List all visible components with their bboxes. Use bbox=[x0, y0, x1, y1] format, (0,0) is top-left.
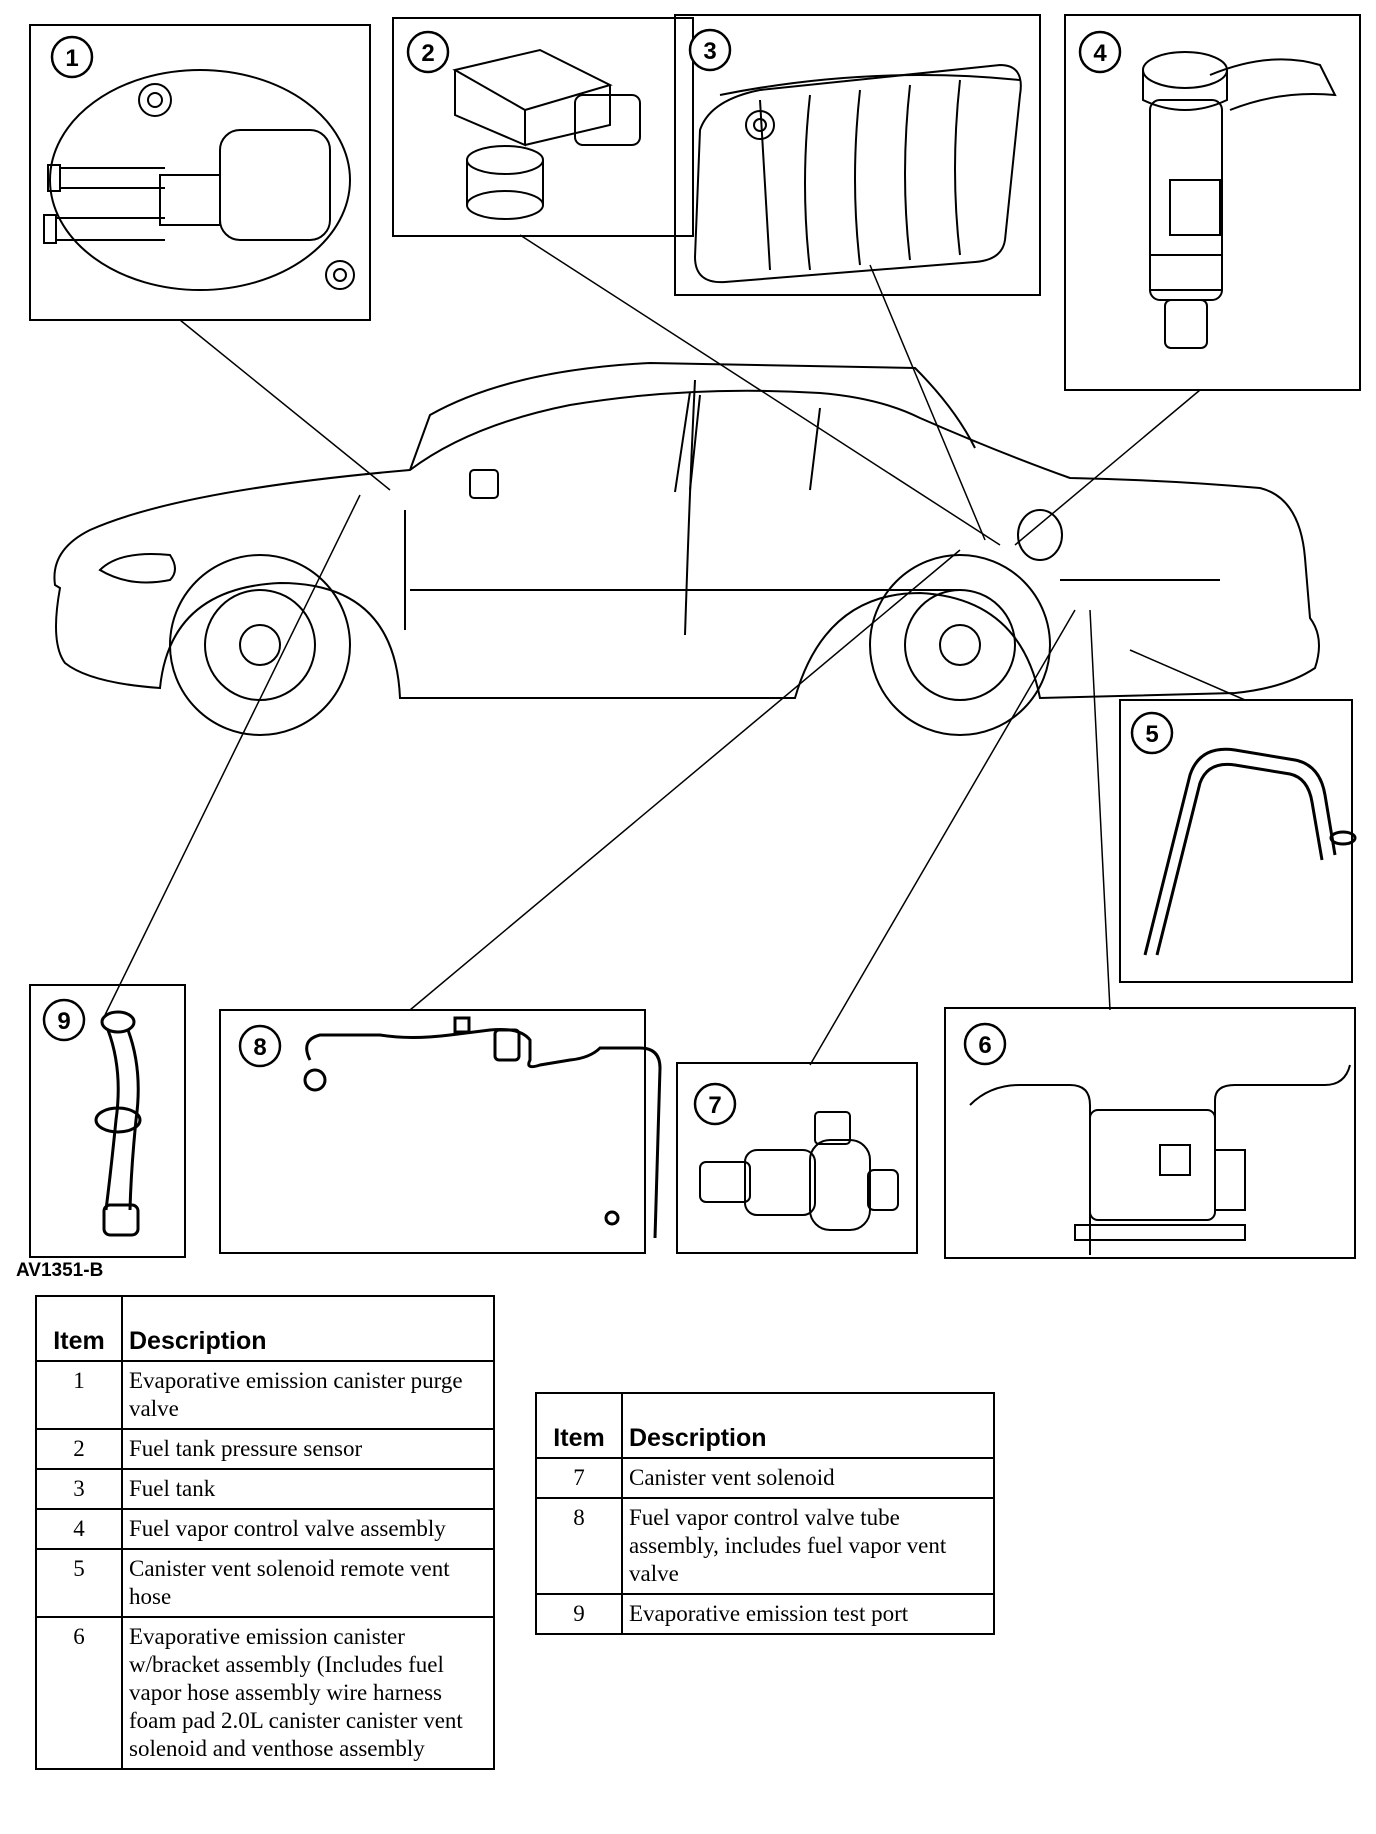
description-column-header: Description bbox=[121, 1295, 495, 1362]
callout-marker-9: 9 bbox=[42, 998, 86, 1042]
item-description: Evaporative emission canister purge valv… bbox=[121, 1360, 495, 1430]
svg-text:8: 8 bbox=[253, 1034, 266, 1061]
callout-box-6 bbox=[944, 1007, 1356, 1259]
table-row: 1 Evaporative emission canister purge va… bbox=[35, 1360, 495, 1430]
callout-box-4 bbox=[1064, 14, 1361, 391]
callout-box-8 bbox=[219, 1009, 646, 1254]
tube-assembly-illustration bbox=[303, 1016, 662, 1239]
legend-table-left: Item Description 1 Evaporative emission … bbox=[35, 1295, 495, 1770]
svg-text:1: 1 bbox=[65, 45, 78, 72]
leader-lines bbox=[104, 234, 1246, 1066]
legend-header-row: Item Description bbox=[535, 1392, 995, 1459]
fuel-tank-illustration bbox=[693, 63, 1022, 284]
callout-markers: 1 2 3 4 5 6 7 8 bbox=[42, 28, 1174, 1126]
table-row: 4 Fuel vapor control valve assembly bbox=[35, 1508, 495, 1550]
callout-marker-3: 3 bbox=[688, 28, 732, 72]
table-row: 3 Fuel tank bbox=[35, 1468, 495, 1510]
item-description: Fuel vapor control valve assembly bbox=[121, 1508, 495, 1550]
callout-marker-2: 2 bbox=[406, 30, 450, 74]
svg-text:5: 5 bbox=[1145, 721, 1158, 748]
description-column-header: Description bbox=[621, 1392, 995, 1459]
item-description: Fuel tank bbox=[121, 1468, 495, 1510]
svg-text:2: 2 bbox=[421, 40, 434, 67]
item-description: Evaporative emission test port bbox=[621, 1593, 995, 1635]
item-number: 9 bbox=[535, 1593, 623, 1635]
callout-box-3 bbox=[674, 14, 1041, 296]
figure-id: AV1351-B bbox=[16, 1260, 104, 1281]
item-number: 4 bbox=[35, 1508, 123, 1550]
callout-box-2 bbox=[392, 17, 694, 237]
item-description: Evaporative emission canister w/bracket … bbox=[121, 1616, 495, 1770]
table-row: 2 Fuel tank pressure sensor bbox=[35, 1428, 495, 1470]
test-port-illustration bbox=[94, 1010, 142, 1237]
callout-marker-5: 5 bbox=[1130, 711, 1174, 755]
table-row: 5 Canister vent solenoid remote vent hos… bbox=[35, 1548, 495, 1618]
legend-table-right: Item Description 7 Canister vent solenoi… bbox=[535, 1392, 995, 1635]
legend-header-row: Item Description bbox=[35, 1295, 495, 1362]
item-description: Fuel vapor control valve tube assembly, … bbox=[621, 1497, 995, 1595]
vent-solenoid-illustration bbox=[699, 1111, 899, 1231]
callout-marker-8: 8 bbox=[238, 1024, 282, 1068]
item-number: 7 bbox=[535, 1457, 623, 1499]
item-description: Fuel tank pressure sensor bbox=[121, 1428, 495, 1470]
table-row: 9 Evaporative emission test port bbox=[535, 1593, 995, 1635]
item-number: 1 bbox=[35, 1360, 123, 1430]
callout-box-1 bbox=[29, 24, 371, 321]
item-number: 5 bbox=[35, 1548, 123, 1618]
item-column-header: Item bbox=[35, 1295, 123, 1362]
item-description: Canister vent solenoid remote vent hose bbox=[121, 1548, 495, 1618]
vent-hose-illustration bbox=[1143, 747, 1357, 956]
svg-text:7: 7 bbox=[708, 1092, 721, 1119]
canister-illustration bbox=[969, 1064, 1351, 1255]
svg-text:3: 3 bbox=[703, 38, 716, 65]
callout-marker-7: 7 bbox=[693, 1082, 737, 1126]
table-row: 6 Evaporative emission canister w/bracke… bbox=[35, 1616, 495, 1770]
table-row: 7 Canister vent solenoid bbox=[535, 1457, 995, 1499]
svg-text:4: 4 bbox=[1093, 40, 1107, 67]
table-row: 8 Fuel vapor control valve tube assembly… bbox=[535, 1497, 995, 1595]
vapor-valve-illustration bbox=[1142, 51, 1337, 349]
purge-valve-illustration bbox=[43, 69, 355, 291]
callout-box-7 bbox=[676, 1062, 918, 1254]
item-number: 8 bbox=[535, 1497, 623, 1595]
item-number: 2 bbox=[35, 1428, 123, 1470]
callout-marker-6: 6 bbox=[963, 1022, 1007, 1066]
pressure-sensor-illustration bbox=[452, 48, 641, 220]
car-illustration bbox=[53, 361, 1320, 736]
item-column-header: Item bbox=[535, 1392, 623, 1459]
callout-marker-4: 4 bbox=[1078, 30, 1122, 74]
item-description: Canister vent solenoid bbox=[621, 1457, 995, 1499]
svg-text:6: 6 bbox=[978, 1032, 991, 1059]
callout-marker-1: 1 bbox=[50, 35, 94, 79]
svg-text:9: 9 bbox=[57, 1008, 70, 1035]
item-number: 3 bbox=[35, 1468, 123, 1510]
item-number: 6 bbox=[35, 1616, 123, 1770]
callout-box-9 bbox=[29, 984, 186, 1258]
